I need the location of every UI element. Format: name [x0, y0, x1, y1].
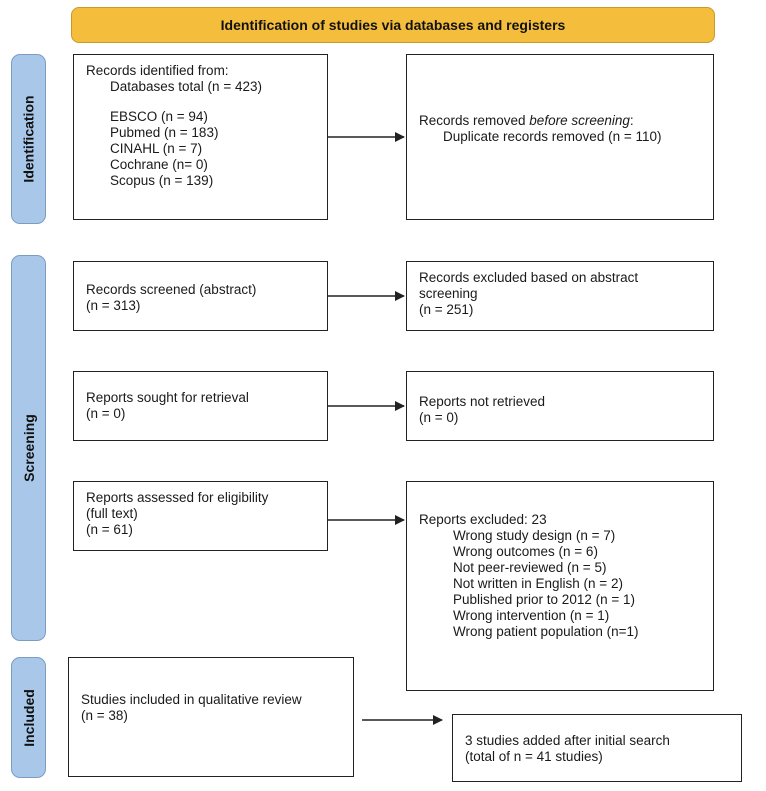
reports-excluded-heading: Reports excluded: 23 [419, 512, 547, 527]
studies-added-total: (total of n = 41 studies) [465, 749, 603, 764]
excluded-abstract-label: Records excluded based on abstract [419, 270, 639, 285]
source-pubmed: Pubmed (n = 183) [110, 125, 219, 140]
reports-assessed-label: Reports assessed for eligibility [86, 490, 269, 505]
phase-screening-label: Screening [20, 414, 37, 482]
studies-included-box: Studies included in qualitative review (… [68, 657, 354, 777]
removed-heading-em: before screening [529, 113, 630, 128]
removed-heading-post: : [629, 113, 634, 128]
phase-included-label: Included [20, 688, 37, 747]
reports-sought-label: Reports sought for retrieval [86, 390, 249, 405]
records-removed-heading: Records removed before screening: [419, 113, 701, 129]
reason-study-design: Wrong study design (n = 7) [453, 528, 616, 543]
reason-language: Not written in English (n = 2) [453, 576, 623, 591]
excluded-abstract-count: (n = 251) [419, 302, 474, 317]
source-cinahl: CINAHL (n = 7) [110, 141, 203, 156]
reason-population: Wrong patient population (n=1) [453, 624, 639, 639]
studies-added-label: 3 studies added after initial search [465, 733, 670, 748]
reports-excluded-box: Reports excluded: 23 Wrong study design … [406, 481, 714, 691]
diagram-header: Identification of studies via databases … [71, 7, 715, 43]
header-title: Identification of studies via databases … [220, 17, 566, 33]
source-scopus: Scopus (n = 139) [110, 173, 214, 188]
reason-peer-review: Not peer-reviewed (n = 5) [453, 560, 607, 575]
studies-added-box: 3 studies added after initial search (to… [452, 714, 742, 782]
reason-outcomes: Wrong outcomes (n = 6) [453, 544, 598, 559]
records-screened-label: Records screened (abstract) [86, 282, 257, 297]
source-ebsco: EBSCO (n = 94) [110, 109, 208, 124]
studies-included-label: Studies included in qualitative review [81, 692, 302, 707]
reason-publication-date: Published prior to 2012 (n = 1) [453, 592, 635, 607]
reports-assessed-box: Reports assessed for eligibility (full t… [73, 481, 328, 551]
reports-sought-box: Reports sought for retrieval (n = 0) [73, 371, 328, 441]
removed-heading-pre: Records removed [419, 113, 530, 128]
reports-assessed-label-2: (full text) [86, 506, 138, 521]
records-excluded-abstract-box: Records excluded based on abstract scree… [406, 261, 714, 331]
records-removed-box: Records removed before screening: Duplic… [406, 54, 714, 220]
reports-sought-count: (n = 0) [86, 406, 126, 421]
phase-included: Included [11, 657, 46, 778]
phase-identification-label: Identification [20, 95, 37, 183]
not-retrieved-count: (n = 0) [419, 410, 459, 425]
phase-identification: Identification [11, 54, 46, 224]
studies-included-count: (n = 38) [81, 708, 128, 723]
reports-not-retrieved-box: Reports not retrieved (n = 0) [406, 371, 714, 441]
duplicate-records-removed: Duplicate records removed (n = 110) [443, 129, 662, 144]
databases-total: Databases total (n = 423) [110, 79, 262, 94]
records-screened-box: Records screened (abstract) (n = 313) [73, 261, 328, 331]
not-retrieved-label: Reports not retrieved [419, 394, 546, 409]
reports-assessed-count: (n = 61) [86, 522, 133, 537]
source-cochrane: Cochrane (n= 0) [110, 157, 208, 172]
records-screened-count: (n = 313) [86, 298, 141, 313]
reason-intervention: Wrong intervention (n = 1) [453, 608, 610, 623]
excluded-abstract-label-2: screening [419, 286, 478, 301]
phase-screening: Screening [11, 255, 46, 641]
records-identified-heading: Records identified from: [86, 63, 229, 78]
records-identified-box: Records identified from: Databases total… [73, 54, 328, 220]
